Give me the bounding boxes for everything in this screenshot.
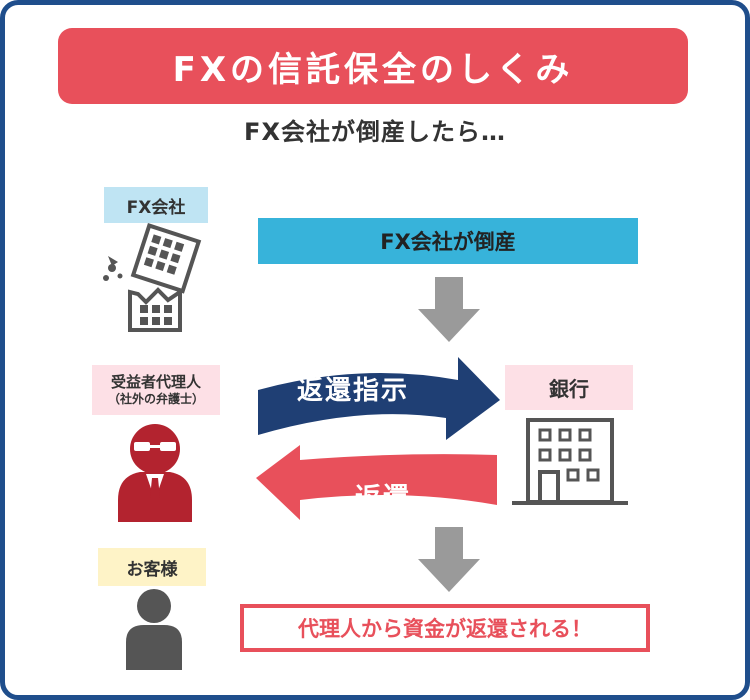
return-label: 返還: [355, 483, 412, 513]
subtitle: FX会社が倒産したら…: [244, 118, 506, 146]
result-box: 代理人から資金が返還される！: [240, 604, 650, 652]
bankruptcy-bar: FX会社が倒産: [258, 218, 638, 264]
title-banner: FXの信託保全のしくみ: [58, 28, 688, 104]
customer-label: お客様: [98, 548, 206, 586]
agent-label-sub: （社外の弁護士）: [107, 391, 204, 406]
return-instruction-label: 返還指示: [297, 376, 410, 406]
agent-label: 受益者代理人 （社外の弁護士）: [92, 365, 220, 415]
bank-label: 銀行: [505, 365, 633, 410]
agent-label-main: 受益者代理人: [110, 373, 201, 392]
down-arrow-icon: [418, 277, 480, 342]
down-arrow-icon: [418, 527, 480, 592]
fx-company-label: FX会社: [104, 187, 208, 223]
